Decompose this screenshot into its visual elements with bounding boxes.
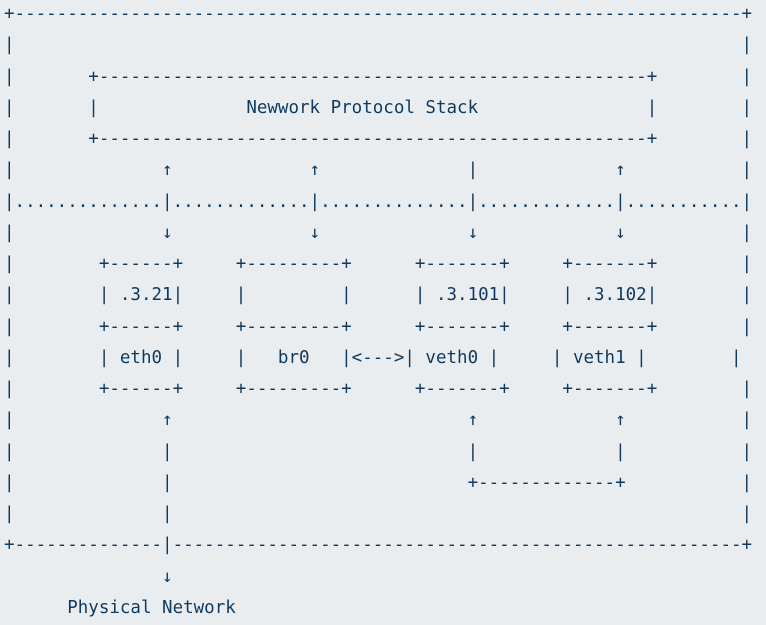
- diagram-line-box-tops: | +------+ +---------+ +-------+ +------…: [4, 254, 753, 274]
- diagram-line-blank-1: | |: [4, 35, 753, 56]
- diagram-line-veth-pair-link: | | +-------------+ |: [4, 472, 753, 493]
- network-stack-ascii-diagram: +---------------------------------------…: [4, 0, 752, 624]
- diagram-line-eth0-link: | | |: [4, 504, 753, 524]
- diagram-line-box-dividers: | +------+ +---------+ +-------+ +------…: [4, 316, 753, 337]
- diagram-line-stack-bottom: | +-------------------------------------…: [4, 129, 753, 149]
- diagram-line-stack-top: | +-------------------------------------…: [4, 66, 753, 87]
- diagram-line-up-arrows: | ↑ ↑ | ↑ |: [4, 160, 753, 181]
- physical-network-label: Physical Network: [4, 597, 236, 618]
- diagram-line-interface-names: | | eth0 | | br0 |<--->| veth0 | | veth1…: [4, 347, 742, 368]
- diagram-line-dotted-separator: |..............|.............|..........…: [4, 191, 753, 212]
- diagram-line-ip-addresses: | | .3.21| | | | .3.101| | .3.102| |: [4, 285, 753, 306]
- diagram-line-bottom-border: +--------------|------------------------…: [4, 535, 753, 556]
- diagram-line-vertical-links: | | | | |: [4, 441, 753, 462]
- diagram-line-down-arrows: | ↓ ↓ ↓ ↓ |: [4, 222, 753, 243]
- diagram-line-down-arrow-physical: ↓: [4, 566, 173, 587]
- diagram-line-top-border: +---------------------------------------…: [4, 4, 753, 24]
- diagram-line-stack-label: | | Newwork Protocol Stack | |: [4, 97, 753, 118]
- diagram-line-lower-up-arrows: | ↑ ↑ ↑ |: [4, 410, 753, 431]
- diagram-line-box-bottoms: | +------+ +---------+ +-------+ +------…: [4, 379, 753, 399]
